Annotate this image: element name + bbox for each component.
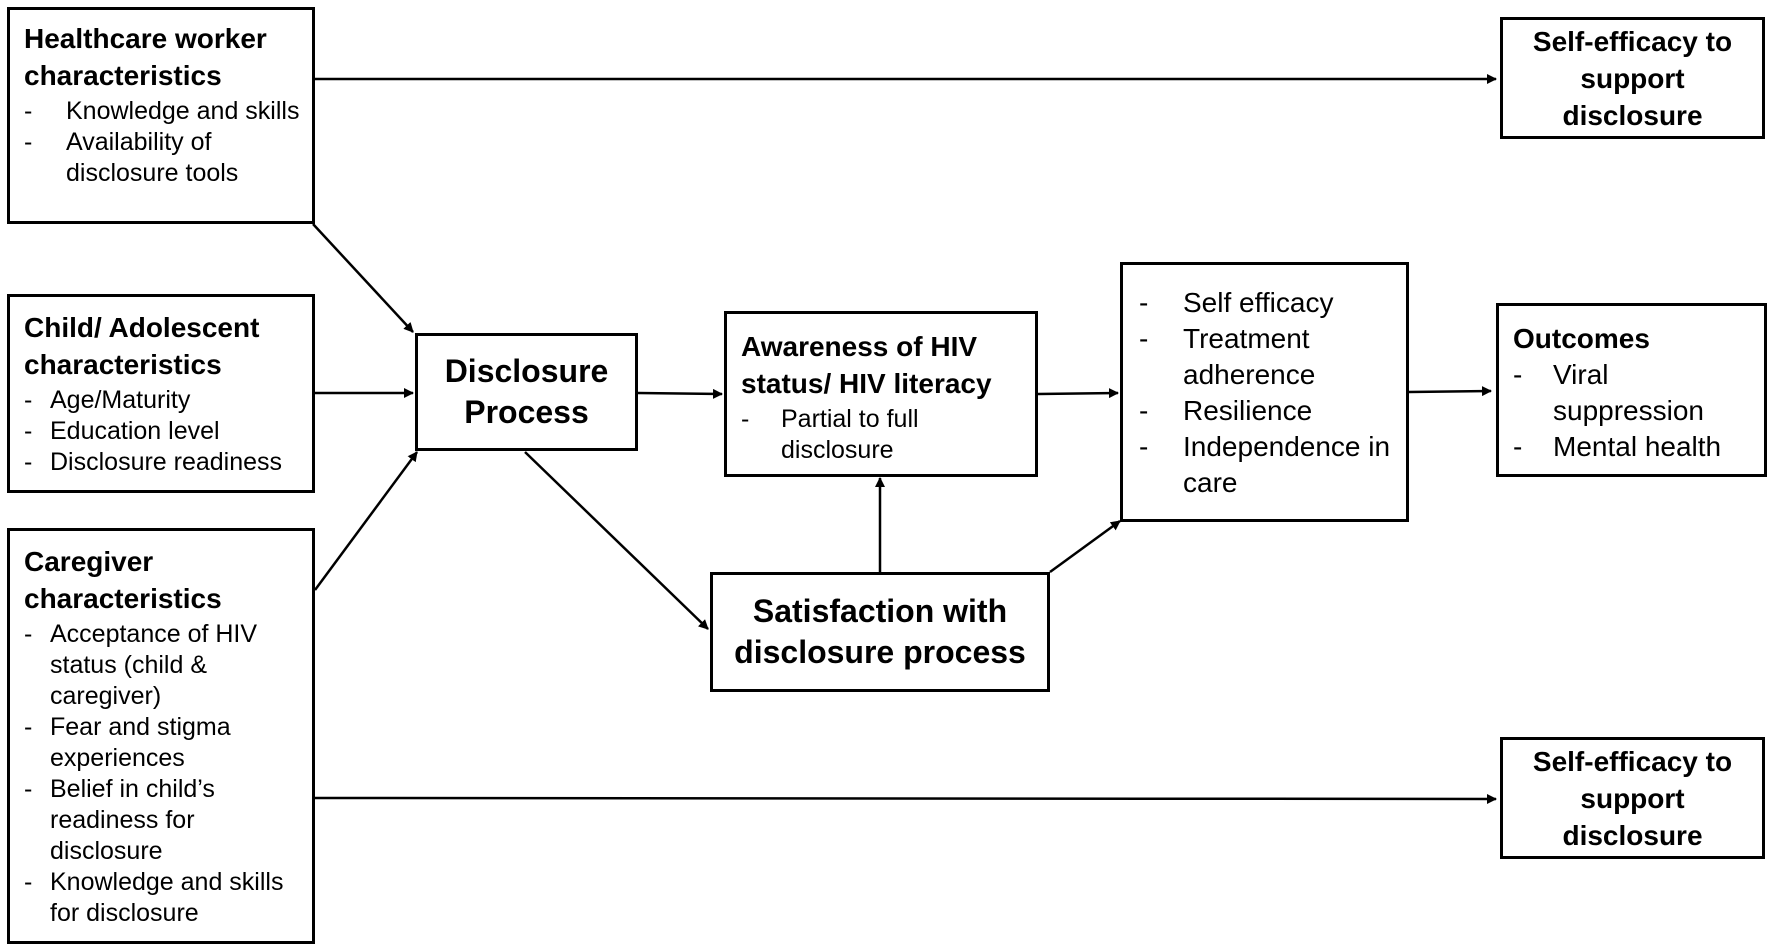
intermediate-outcomes-list: Self efficacy Treatment adherence Resili… bbox=[1139, 285, 1396, 501]
arrow-disclosure-to-awareness bbox=[637, 388, 723, 399]
arrow-awareness-to-intermediate bbox=[1037, 388, 1119, 399]
list-item: Availability of disclosure tools bbox=[24, 127, 302, 189]
outcomes-box: Outcomes Viral suppression Mental health bbox=[1496, 303, 1767, 477]
arrow-caregiver-to-self-efficacy-bottom bbox=[314, 793, 1497, 804]
arrow-satisfaction-to-intermediate bbox=[1049, 519, 1121, 574]
awareness-list: Partial to full disclosure bbox=[741, 404, 1027, 466]
arrow-caregiver-to-disclosure bbox=[313, 451, 419, 591]
disclosure-process-box: Disclosure Process bbox=[415, 333, 638, 451]
list-item: Acceptance of HIV status (child & caregi… bbox=[24, 619, 302, 712]
list-item: Viral suppression bbox=[1513, 357, 1756, 429]
self-efficacy-top-box: Self-efficacy to support disclosure bbox=[1500, 17, 1765, 139]
outcomes-title: Outcomes bbox=[1513, 323, 1650, 354]
list-item: Mental health bbox=[1513, 429, 1756, 465]
caregiver-list: Acceptance of HIV status (child & caregi… bbox=[24, 619, 302, 929]
list-item: Knowledge and skills for disclosure bbox=[24, 867, 302, 929]
arrow-healthcare-to-disclosure bbox=[312, 223, 414, 333]
awareness-title: Awareness of HIV status/ HIV literacy bbox=[741, 331, 992, 399]
child-adolescent-title: Child/ Adolescent characteristics bbox=[24, 312, 260, 380]
self-efficacy-bottom-title: Self-efficacy to support disclosure bbox=[1532, 745, 1733, 851]
caregiver-title: Caregiver characteristics bbox=[24, 546, 222, 614]
healthcare-worker-box: Healthcare worker characteristics Knowle… bbox=[7, 7, 315, 224]
list-item: Education level bbox=[24, 416, 302, 447]
arrow-disclosure-to-satisfaction bbox=[524, 451, 709, 630]
satisfaction-box: Satisfaction with disclosure process bbox=[710, 572, 1050, 692]
list-item: Self efficacy bbox=[1139, 285, 1396, 321]
child-adolescent-box: Child/ Adolescent characteristics Age/Ma… bbox=[7, 294, 315, 493]
list-item: Belief in child’s readiness for disclosu… bbox=[24, 774, 302, 867]
list-item: Disclosure readiness bbox=[24, 447, 302, 478]
list-item: Resilience bbox=[1139, 393, 1396, 429]
child-adolescent-list: Age/Maturity Education level Disclosure … bbox=[24, 385, 302, 478]
arrow-intermediate-to-outcomes bbox=[1408, 386, 1492, 397]
satisfaction-title: Satisfaction with disclosure process bbox=[734, 593, 1026, 670]
self-efficacy-top-title: Self-efficacy to support disclosure bbox=[1532, 25, 1733, 131]
healthcare-worker-list: Knowledge and skills Availability of dis… bbox=[24, 96, 302, 189]
awareness-box: Awareness of HIV status/ HIV literacy Pa… bbox=[724, 311, 1038, 477]
outcomes-list: Viral suppression Mental health bbox=[1513, 357, 1756, 465]
list-item: Age/Maturity bbox=[24, 385, 302, 416]
healthcare-worker-title: Healthcare worker characteristics bbox=[24, 23, 267, 91]
list-item: Independence in care bbox=[1139, 429, 1396, 501]
self-efficacy-bottom-box: Self-efficacy to support disclosure bbox=[1500, 737, 1765, 859]
caregiver-box: Caregiver characteristics Acceptance of … bbox=[7, 528, 315, 944]
list-item: Partial to full disclosure bbox=[741, 404, 1027, 466]
list-item: Fear and stigma experiences bbox=[24, 712, 302, 774]
intermediate-outcomes-box: Self efficacy Treatment adherence Resili… bbox=[1120, 262, 1409, 522]
disclosure-process-title: Disclosure Process bbox=[444, 353, 609, 430]
list-item: Knowledge and skills bbox=[24, 96, 302, 127]
list-item: Treatment adherence bbox=[1139, 321, 1396, 393]
